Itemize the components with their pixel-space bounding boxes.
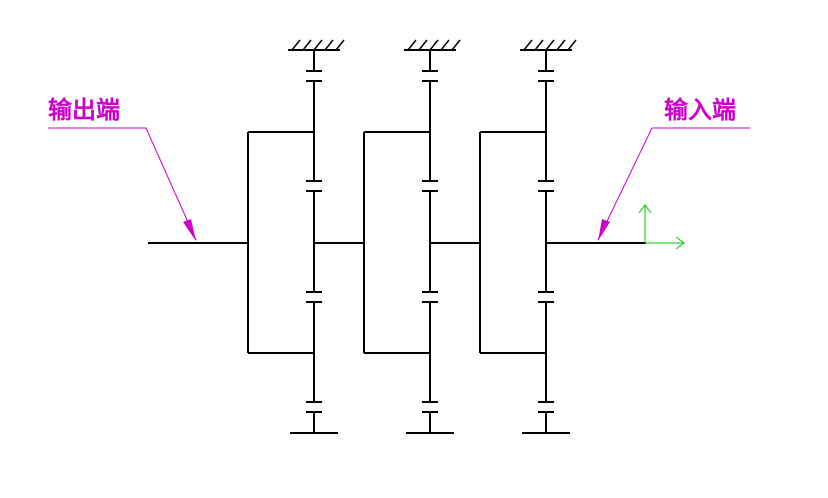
stage-3-ground-hatch-5 — [567, 39, 577, 51]
stage-1-ground-hatch-2 — [302, 39, 312, 51]
output-leader-line — [48, 127, 197, 241]
gear-stages — [148, 39, 646, 434]
stage-1-ground-hatch-4 — [324, 39, 334, 51]
output-end-annotation: 输出端 — [48, 96, 197, 241]
stage-3-ground-hatch-1 — [523, 39, 533, 51]
stage-2-ground-hatch-1 — [407, 39, 417, 51]
input-leader-line — [597, 127, 750, 241]
input-leader-arrowhead — [598, 219, 610, 241]
output-end-label: 输出端 — [48, 96, 120, 124]
stage-2-ground-hatch-3 — [429, 39, 439, 51]
stage-1-ground-hatch-1 — [291, 39, 301, 51]
ucs-axis-icon — [638, 204, 685, 250]
output-leader-arrowhead — [183, 219, 196, 241]
stage-1-ground-hatch-3 — [313, 39, 323, 51]
ucs-x-arrowhead — [675, 236, 685, 250]
ucs-y-arrowhead — [638, 204, 652, 214]
stage-3-ground-hatch-4 — [556, 39, 566, 51]
stage-3-ground-hatch-3 — [545, 39, 555, 51]
input-end-label: 输入端 — [664, 96, 736, 124]
input-end-annotation: 输入端 — [597, 96, 750, 241]
stage-2-ground-hatch-5 — [451, 39, 461, 51]
stage-1-ground-hatch-5 — [335, 39, 345, 51]
stage-2-ground-hatch-2 — [418, 39, 428, 51]
stage-3-ground-hatch-2 — [534, 39, 544, 51]
stage-2-ground-hatch-4 — [440, 39, 450, 51]
